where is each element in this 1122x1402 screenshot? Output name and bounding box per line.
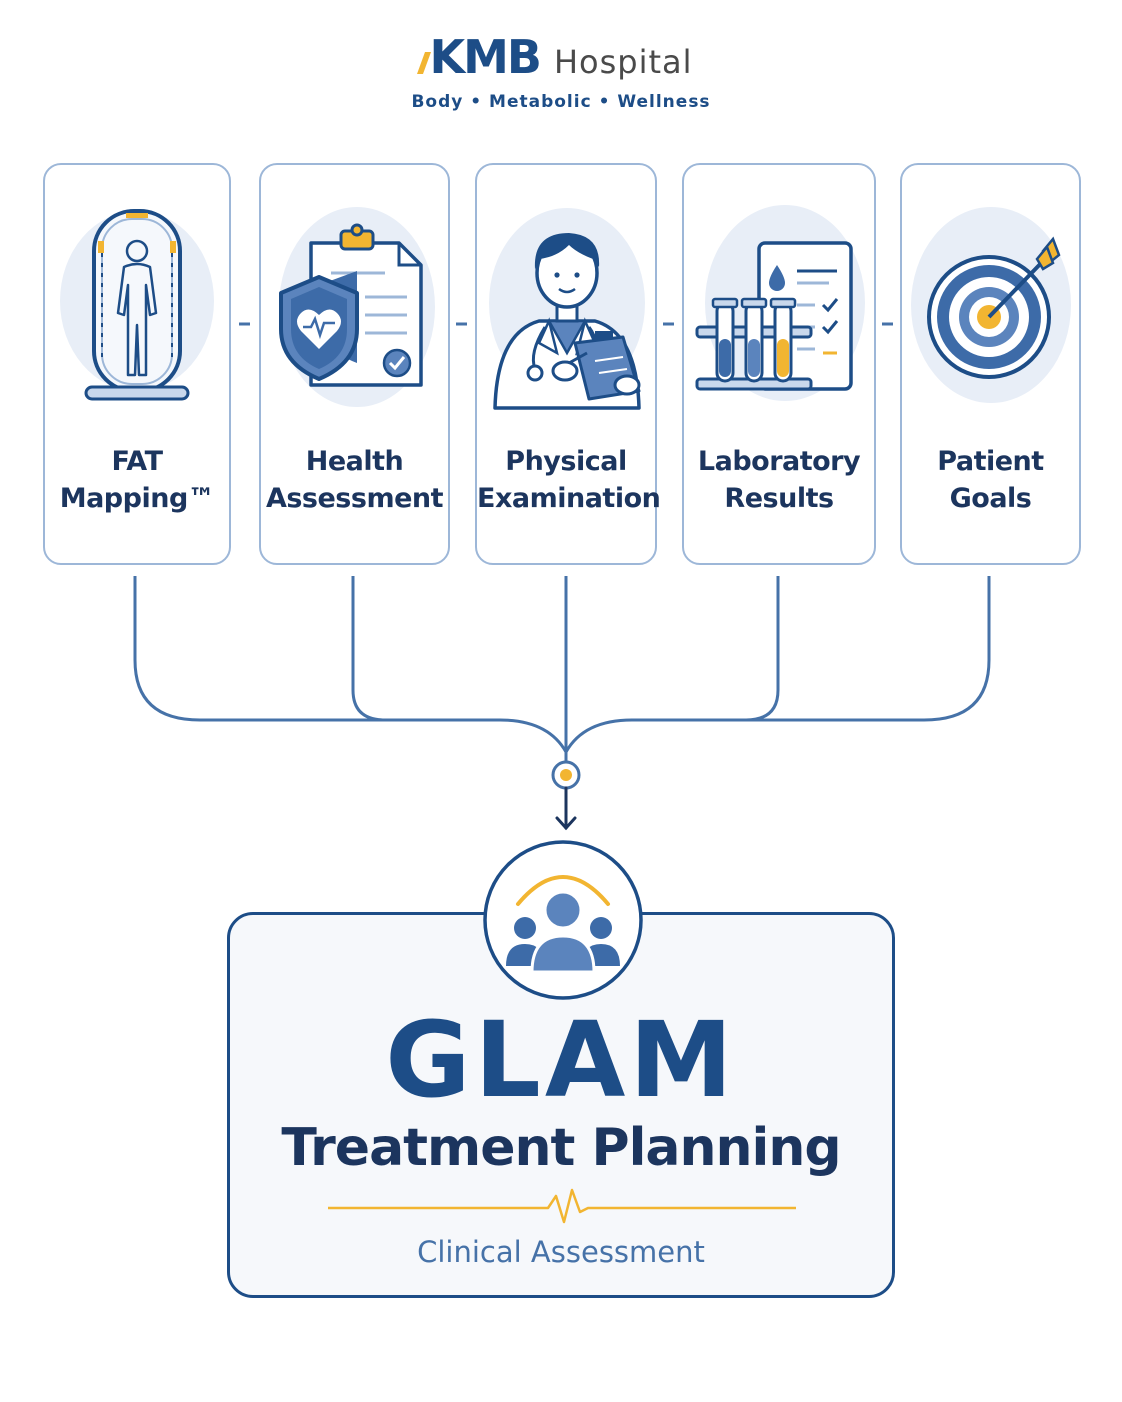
step-label-laboratory-results: Laboratory Results: [684, 443, 874, 517]
step-card-health-assessment: Health Assessment: [259, 163, 450, 565]
result-subtitle: Treatment Planning: [281, 1118, 841, 1178]
target-arrow-icon: [902, 203, 1079, 423]
step-card-laboratory-results: Laboratory Results: [682, 163, 876, 565]
junction-node: [551, 760, 581, 790]
body-scanner-icon: [45, 203, 229, 423]
step-label-line1: FAT: [111, 446, 163, 477]
step-label-line1: Physical: [505, 446, 627, 477]
step-label-physical-examination: Physical Examination: [477, 443, 661, 517]
step-label-line2: Results: [724, 483, 834, 514]
brand-mark: KMB: [417, 30, 542, 84]
step-label-line2: Goals: [949, 483, 1032, 514]
step-label-line1: Patient: [937, 446, 1044, 477]
doctor-icon: [477, 203, 655, 423]
result-caption: Clinical Assessment: [417, 1235, 705, 1269]
brand-name: KMB: [429, 30, 541, 84]
step-card-patient-goals: Patient Goals: [900, 163, 1081, 565]
step-label-line1: Laboratory: [697, 446, 861, 477]
connector-fat-mapping: [133, 576, 568, 753]
step-card-physical-examination: Physical Examination: [475, 163, 661, 565]
clipboard-shield-icon: [261, 203, 448, 423]
hospital-logo: KMB Hospital Body • Metabolic • Wellness: [0, 30, 1122, 112]
step-label-health-assessment: Health Assessment: [261, 443, 448, 517]
team-icon: [483, 840, 643, 1000]
step-label-line2: Examination: [477, 483, 661, 514]
test-tubes-icon: [684, 203, 874, 423]
heartbeat-divider: [328, 1188, 796, 1224]
hospital-name: Hospital: [553, 43, 693, 81]
connector-patient-goals: [564, 576, 991, 753]
merge-connectors: [133, 576, 991, 762]
step-label-line1: Health: [305, 446, 404, 477]
step-label-line2: Assessment: [265, 483, 444, 514]
step-label-line2: Mapping™: [59, 483, 215, 514]
connector-laboratory-results: [745, 576, 780, 722]
result-title: GLAM: [385, 999, 737, 1121]
tagline: Body • Metabolic • Wellness: [411, 92, 711, 112]
arrow-down-icon: [555, 786, 577, 831]
connector-health-assessment: [351, 576, 386, 722]
step-label-fat-mapping: FAT Mapping™: [45, 443, 229, 517]
step-card-fat-mapping: FAT Mapping™: [43, 163, 231, 565]
step-label-patient-goals: Patient Goals: [902, 443, 1079, 517]
